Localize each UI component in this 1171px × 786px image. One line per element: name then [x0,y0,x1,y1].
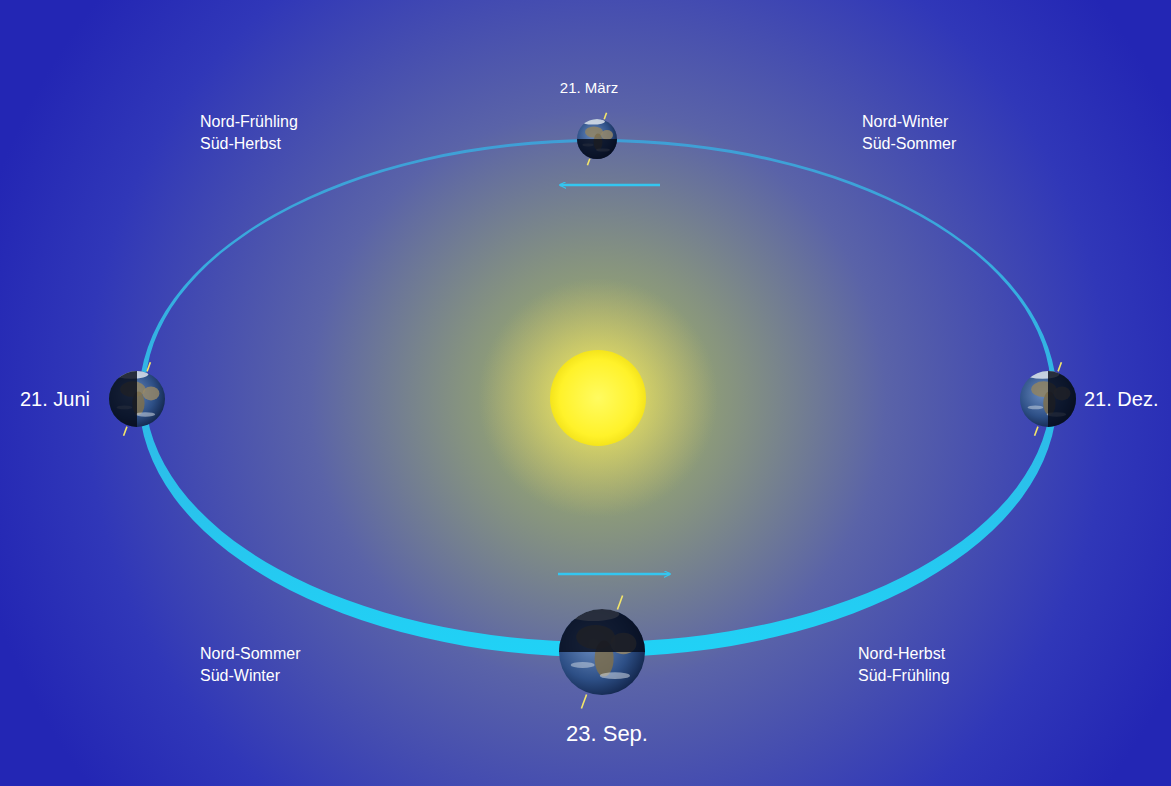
direction-arrow [558,573,670,576]
season-label: Nord-Winter [862,113,948,131]
season-label: Nord-Frühling [200,113,298,131]
season-label: Süd-Frühling [858,667,950,685]
season-label: Nord-Sommer [200,645,300,663]
date-label: 23. Sep. [566,722,648,746]
earth-december [1020,362,1076,436]
earth-march [577,113,617,166]
earth-september [559,595,645,708]
date-label: 21. Dez. [1084,388,1158,410]
date-label: 21. März [560,80,618,97]
date-label: 21. Juni [20,388,90,410]
season-label: Süd-Herbst [200,135,281,153]
season-label: Nord-Herbst [858,645,945,663]
orbit-ring [139,139,1057,657]
sun [550,350,646,446]
direction-arrow [560,184,660,187]
season-label: Süd-Winter [200,667,280,685]
sun-glow [478,278,718,518]
season-label: Süd-Sommer [862,135,956,153]
earth-june [109,362,165,436]
